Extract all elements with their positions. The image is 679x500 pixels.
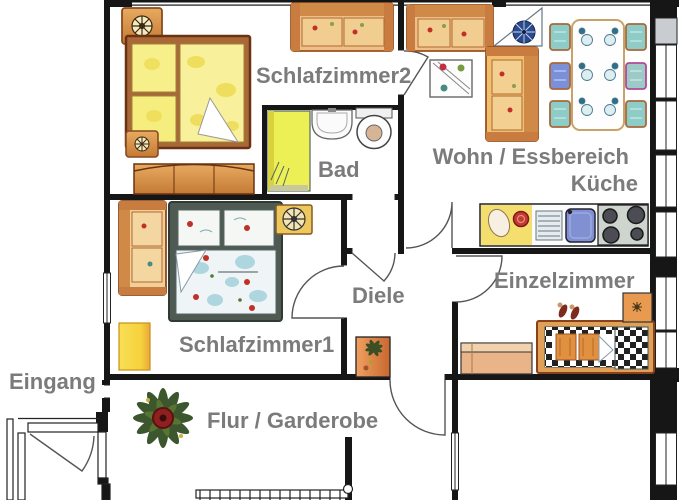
room-label-wohn-essbereich: Wohn / Essbereich <box>432 144 629 169</box>
compass-table-schlafzimmer1 <box>275 204 313 235</box>
entrance-door-leaf <box>27 422 99 433</box>
double-bed-schlafzimmer2 <box>124 34 252 150</box>
entrance-door-arc <box>29 433 95 472</box>
wardrobe-schlafzimmer1 <box>118 322 151 371</box>
fan-icon <box>512 20 536 44</box>
sofa-schlafzimmer1 <box>118 200 167 296</box>
plant-icon <box>133 388 193 448</box>
door-schlafzimmer1 <box>291 265 345 319</box>
door-schlafzimmer2 <box>403 50 429 96</box>
dresser-schlafzimmer2 <box>133 163 255 195</box>
door-diele-south <box>389 379 446 436</box>
stove-burner-icon <box>602 208 618 224</box>
hall-cabinet <box>355 336 391 378</box>
nightstand-schlafzimmer2-bottom <box>125 130 159 158</box>
room-label-diele: Diele <box>352 283 405 308</box>
door-wohnbereich <box>405 201 453 249</box>
dining-chairs <box>549 23 647 128</box>
toilet <box>355 107 393 150</box>
stove <box>597 204 649 246</box>
nightstand-einzelzimmer <box>622 292 653 323</box>
slippers <box>557 302 580 320</box>
compass-rose-icon <box>131 15 153 37</box>
double-bed-schlafzimmer1 <box>168 201 283 322</box>
sofa-wohnbereich <box>406 4 494 52</box>
sideboard-einzelzimmer <box>460 342 533 375</box>
door-diele-north <box>351 252 396 282</box>
room-label-eingang: Eingang <box>9 369 96 394</box>
coffee-table <box>429 59 473 98</box>
stove-burner-icon <box>602 226 620 244</box>
room-label-schlafzimmer1: Schlafzimmer1 <box>179 332 335 357</box>
compass-rose-icon <box>282 207 306 231</box>
room-label-schlafzimmer2: Schlafzimmer2 <box>256 63 412 88</box>
sofa-schlafzimmer2 <box>290 2 394 52</box>
bathroom-sink <box>311 108 353 140</box>
coat-rack <box>195 483 354 500</box>
place-settings <box>578 27 619 116</box>
kitchen-counter <box>479 203 649 247</box>
windows <box>103 17 678 491</box>
room-label-flur-garderobe: Flur / Garderobe <box>207 408 379 433</box>
room-label-bad: Bad <box>318 157 360 182</box>
walls <box>96 0 679 500</box>
plant-icon <box>363 339 383 371</box>
stove-burner-icon <box>630 227 644 241</box>
shower <box>267 110 311 192</box>
kitchen-sink <box>535 208 596 243</box>
room-label-kueche: Küche <box>570 171 638 196</box>
door-einzelzimmer <box>455 255 503 303</box>
dining-table <box>571 19 625 131</box>
entrance-vestibule <box>6 417 111 500</box>
pot <box>512 210 530 228</box>
armchair-sofa-vertical <box>485 46 539 142</box>
single-bed-einzelzimmer <box>536 320 655 374</box>
door-arcs <box>291 50 503 436</box>
room-label-einzelzimmer: Einzelzimmer <box>494 268 635 293</box>
compass-rose-icon <box>134 136 150 152</box>
cutting-board <box>487 208 511 238</box>
corner-shelf <box>492 6 543 47</box>
stove-burner-icon <box>626 205 646 225</box>
flower-icon <box>632 302 642 312</box>
